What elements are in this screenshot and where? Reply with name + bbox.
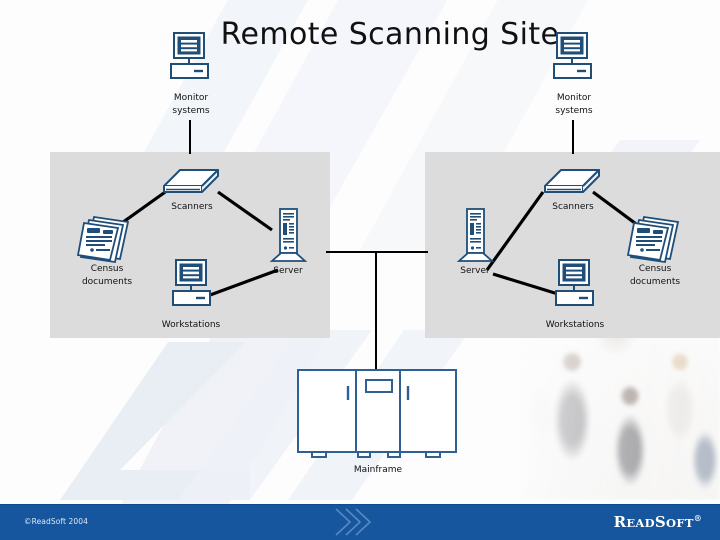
monitor-right-connector [572, 120, 574, 154]
documents-icon-right-wrap [626, 213, 686, 270]
documents-icon [76, 215, 130, 264]
brand-r: R [613, 513, 627, 531]
workstation-icon [172, 259, 211, 306]
scanner-icon [544, 169, 600, 193]
census-documents-left-label: Census documents [72, 263, 142, 289]
scanner-icon-right-wrap [541, 164, 605, 205]
chevron-logo-icon [335, 508, 371, 536]
census-label-line2: documents [81, 277, 133, 287]
server-icon [269, 208, 308, 262]
census-label-line1: Census [638, 264, 672, 274]
documents-icon [626, 215, 680, 264]
monitor-label-line2: systems [555, 106, 593, 116]
scanner-icon-left-wrap [160, 164, 224, 205]
monitor-icon [170, 32, 209, 79]
site-trunk-horizontal [326, 251, 428, 253]
monitor-systems-left-label: Monitor systems [160, 92, 222, 118]
mainframe-icon [297, 369, 457, 458]
workstations-right-label: Workstations [545, 320, 605, 330]
mainframe-icon-wrap [296, 366, 460, 467]
scanners-left-label: Scanners [171, 202, 213, 212]
monitor-label-line1: Monitor [173, 93, 209, 103]
server-icon-right-wrap [455, 207, 495, 270]
brand-oft: OFT [666, 516, 694, 530]
workstations-left-label: Workstations [161, 320, 221, 330]
registered-mark: ® [693, 513, 702, 523]
scanners-right-label: Scanners [552, 202, 594, 212]
mainframe-connector [375, 251, 377, 369]
server-right-label: Server [460, 266, 490, 276]
server-left-label: Server [273, 266, 303, 276]
monitor-icon-left-wrap [168, 30, 214, 90]
census-label-line2: documents [629, 277, 681, 287]
copyright-text: ©ReadSoft 2004 [24, 517, 89, 526]
server-icon [456, 208, 495, 262]
footer-top-divider [0, 504, 720, 505]
census-documents-right-label: Census documents [620, 263, 690, 289]
census-label-line1: Census [90, 264, 124, 274]
monitor-systems-right-label: Monitor systems [543, 92, 605, 118]
monitor-icon-right-wrap [551, 30, 597, 90]
documents-icon-left-wrap [76, 213, 136, 270]
mainframe-label: Mainframe [353, 465, 403, 475]
readsoft-logo: READSOFT® [614, 513, 702, 531]
monitor-icon [553, 32, 592, 79]
workstation-icon-left-wrap [170, 258, 214, 315]
workstation-icon-right-wrap [553, 258, 597, 315]
scanner-icon [163, 169, 219, 193]
server-icon-left-wrap [268, 207, 308, 270]
workstation-icon [555, 259, 594, 306]
page-title: Remote Scanning Site [220, 17, 560, 52]
brand-s: S [654, 513, 667, 531]
monitor-label-line1: Monitor [556, 93, 592, 103]
brand-ead: EAD [626, 516, 655, 530]
monitor-label-line2: systems [172, 106, 210, 116]
monitor-left-connector [189, 120, 191, 154]
